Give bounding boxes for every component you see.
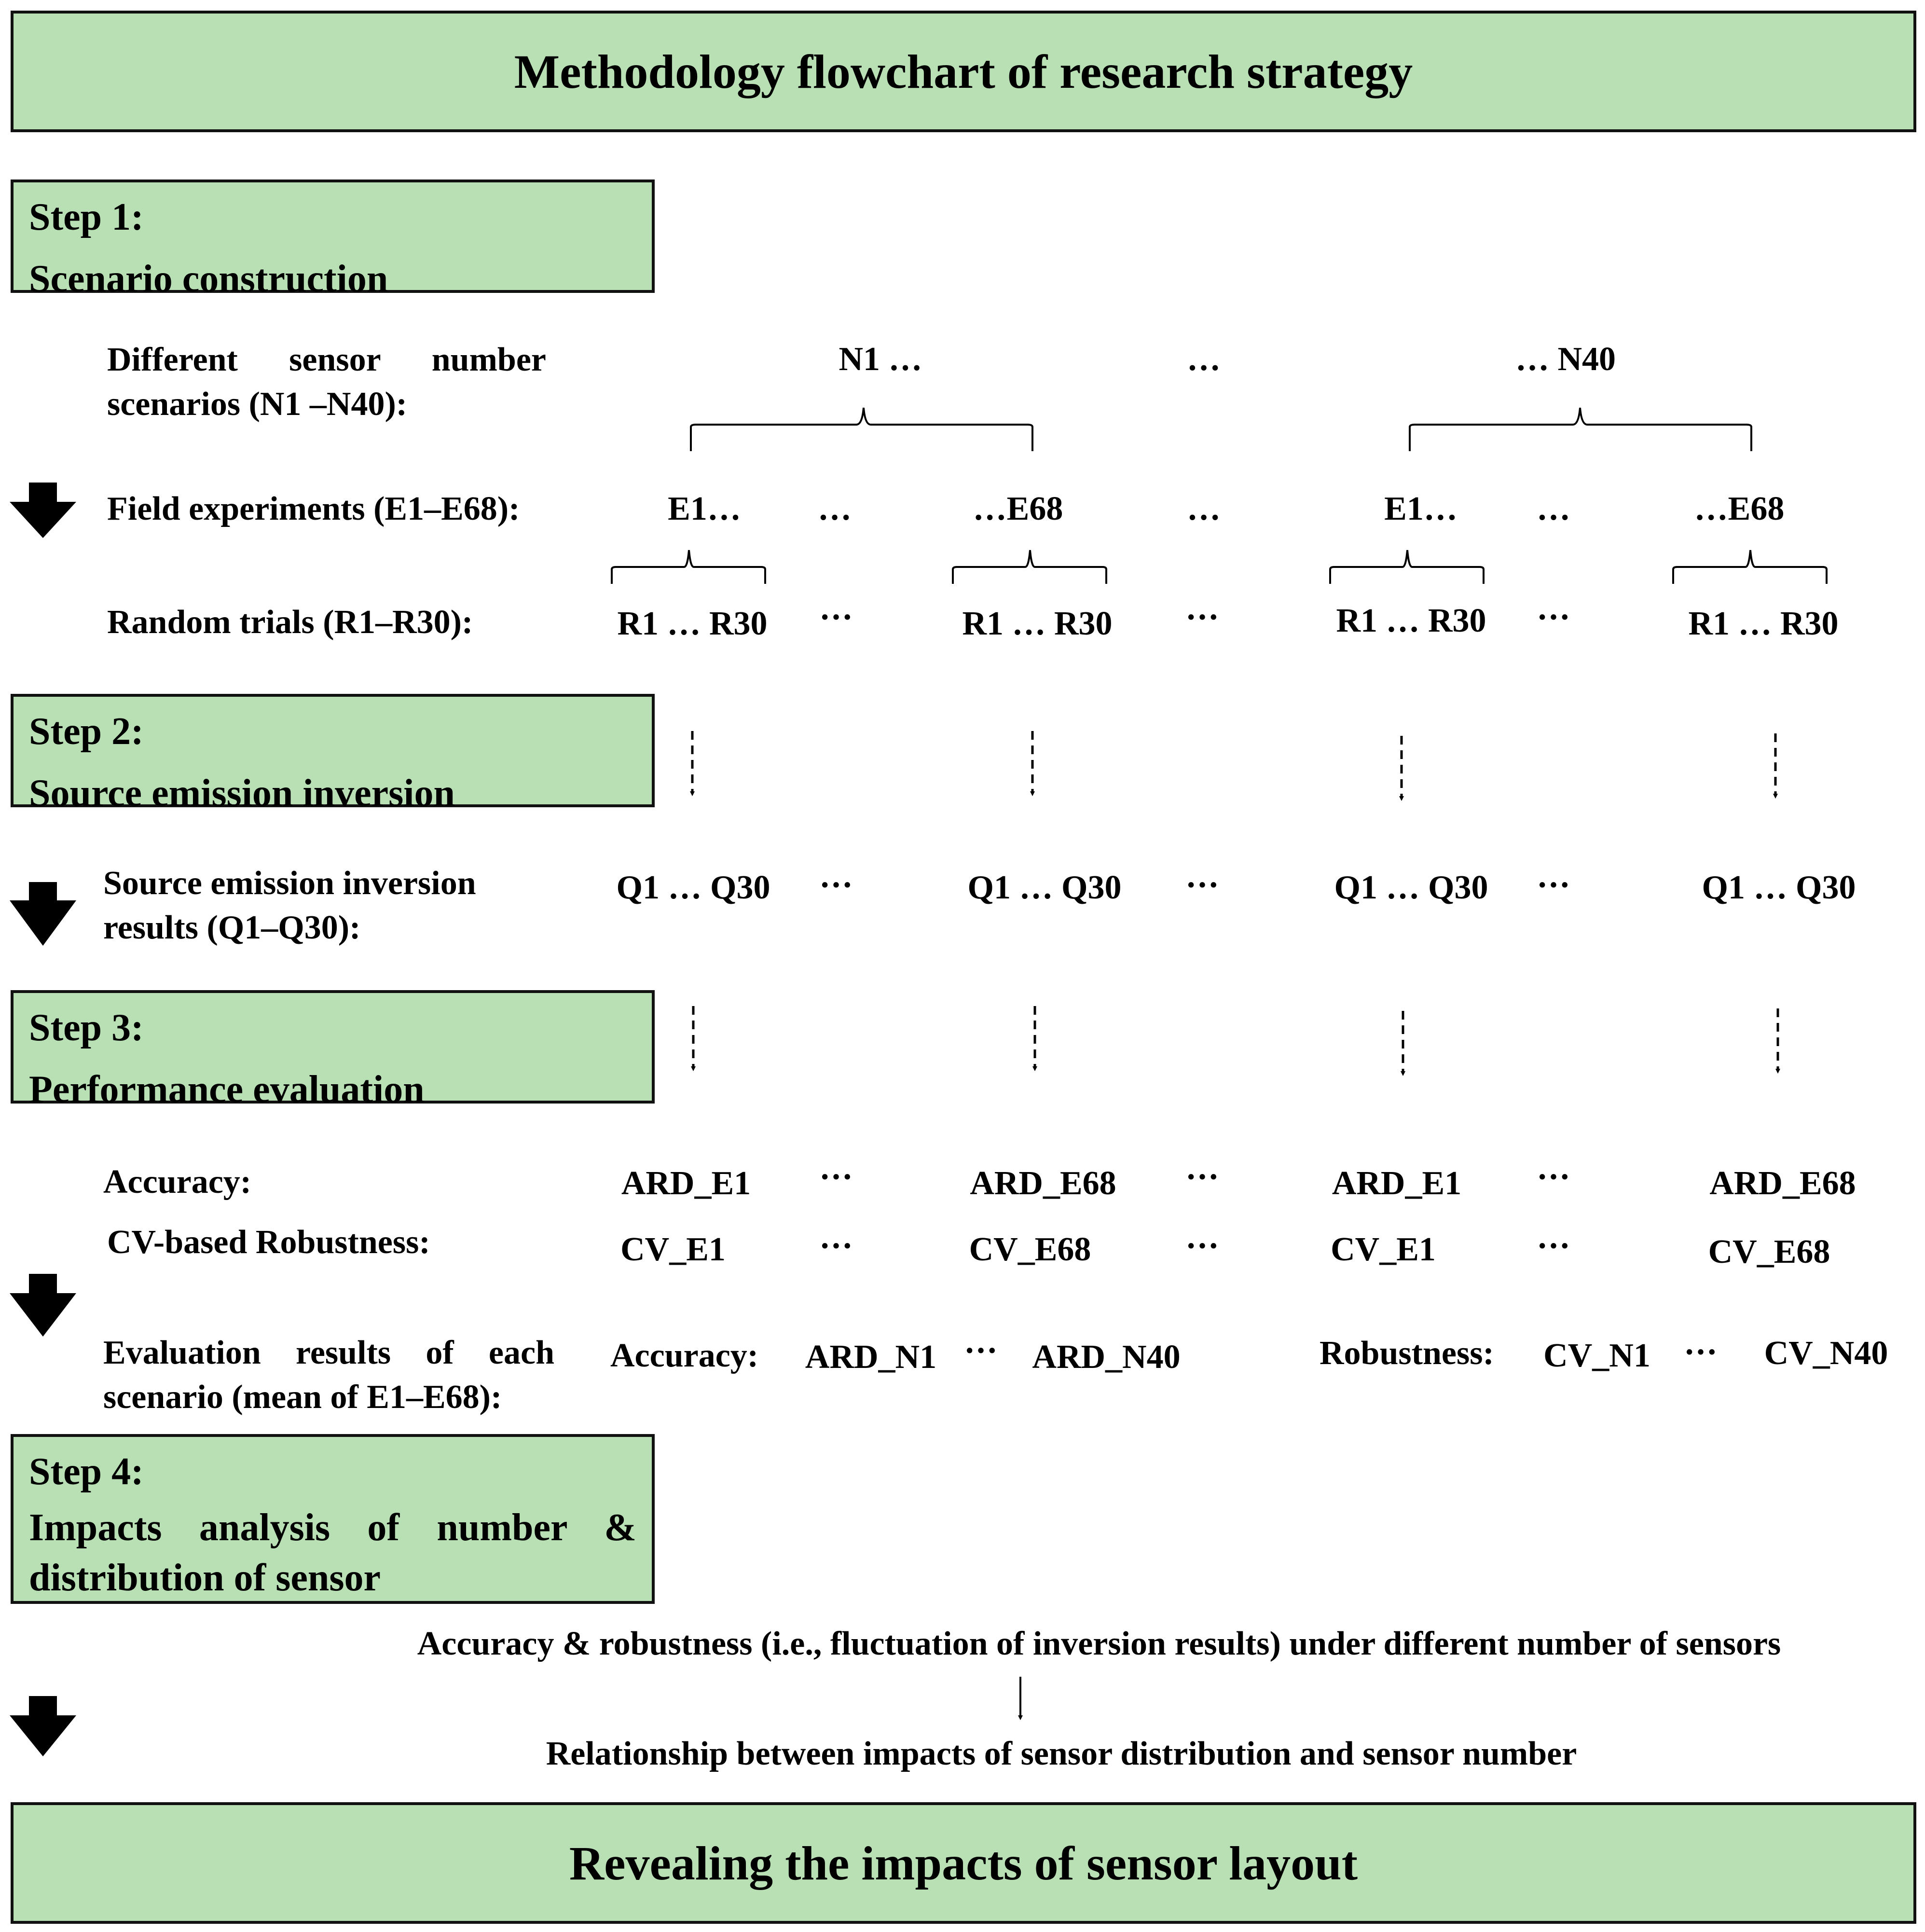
step-1-name: Scenario construction — [29, 258, 388, 300]
step-1-box: Step 1: Scenario construction — [11, 179, 655, 300]
evaluation-label: Evaluation results of each scenario (mea… — [103, 1334, 554, 1416]
accuracy-sep-2: ··· — [1185, 1159, 1220, 1196]
evaluation-ard-n1: ARD_N1 — [805, 1339, 937, 1376]
robustness-e1-b: CV_E1 — [1331, 1231, 1436, 1268]
scenario-n40: … N40 — [1515, 341, 1616, 378]
step-3-box: Step 3: Performance evaluation — [11, 990, 655, 1111]
experiment-e68-a: …E68 — [973, 490, 1063, 527]
brace-e68-a — [952, 550, 1107, 584]
robustness-sep-1: ··· — [819, 1228, 853, 1265]
inversion-label: Source emission inversion results (Q1–Q3… — [103, 865, 476, 946]
robustness-sep-2: ··· — [1185, 1228, 1220, 1265]
experiment-sep-a: … — [818, 490, 852, 527]
accuracy-e1-a: ARD_E1 — [621, 1165, 751, 1202]
inversion-sep-1: ··· — [819, 867, 853, 904]
block-arrow-4 — [10, 1696, 76, 1756]
scenarios-label: Different sensor number scenarios (N1 –N… — [107, 341, 546, 423]
flowchart-title-box: Methodology flowchart of research strate… — [11, 11, 1916, 132]
accuracy-label: Accuracy: — [103, 1163, 252, 1201]
step-2-name: Source emission inversion — [29, 772, 455, 814]
brace-n1 — [690, 407, 1033, 451]
trial-sep-2: ··· — [1185, 599, 1220, 636]
trial-sep-3: ··· — [1536, 599, 1571, 636]
brace-e1-b — [1329, 550, 1485, 584]
evaluation-cv-n40: CV_N40 — [1764, 1335, 1888, 1372]
accuracy-e1-b: ARD_E1 — [1332, 1165, 1462, 1202]
trial-group-1: R1 … R30 — [617, 605, 768, 642]
experiment-e1-b: E1… — [1384, 490, 1458, 527]
evaluation-acc-sep: ··· — [963, 1332, 998, 1369]
block-arrow-2 — [10, 882, 76, 946]
accuracy-sep-3: ··· — [1536, 1159, 1571, 1196]
robustness-e68-a: CV_E68 — [969, 1231, 1091, 1268]
evaluation-cv-n1: CV_N1 — [1543, 1337, 1650, 1374]
experiment-e68-b: …E68 — [1694, 490, 1785, 527]
evaluation-robustness-label: Robustness: — [1320, 1335, 1494, 1372]
robustness-e68-b: CV_E68 — [1708, 1233, 1830, 1270]
brace-n40 — [1409, 407, 1752, 451]
evaluation-rob-sep: ··· — [1683, 1334, 1718, 1371]
accuracy-sep-1: ··· — [819, 1159, 853, 1196]
trial-sep-1: ··· — [819, 599, 853, 636]
step-2-label: Step 2: — [29, 710, 144, 753]
trials-label: Random trials (R1–R30): — [107, 604, 473, 641]
brace-e1-a — [611, 550, 766, 584]
accuracy-e68-a: ARD_E68 — [970, 1165, 1116, 1202]
conclusion-box: Revealing the impacts of sensor layout — [11, 1802, 1916, 1924]
experiment-sep-mid: … — [1187, 490, 1221, 527]
block-arrow-3 — [10, 1274, 76, 1337]
step-2-box: Step 2: Source emission inversion — [11, 694, 655, 814]
trial-group-3: R1 … R30 — [1336, 602, 1486, 639]
inversion-group-4: Q1 … Q30 — [1702, 869, 1856, 906]
robustness-label: CV-based Robustness: — [107, 1224, 430, 1261]
step-3-name: Performance evaluation — [29, 1068, 425, 1111]
evaluation-accuracy-label: Accuracy: — [610, 1337, 759, 1374]
experiments-label: Field experiments (E1–E68): — [107, 490, 520, 527]
block-arrow-1 — [10, 483, 76, 538]
step-4-box: Step 4: Impacts analysis of number & dis… — [11, 1434, 655, 1604]
experiment-e1-a: E1… — [668, 490, 741, 527]
accuracy-e68-b: ARD_E68 — [1709, 1165, 1856, 1202]
step-1-label: Step 1: — [29, 196, 144, 238]
flowchart-title: Methodology flowchart of research strate… — [514, 44, 1413, 98]
step-4-name-line2: distribution of sensor — [29, 1557, 381, 1599]
step-4-name-line1: Impacts analysis of number & — [29, 1506, 636, 1549]
robustness-e1-a: CV_E1 — [620, 1231, 726, 1268]
conclusion-title: Revealing the impacts of sensor layout — [569, 1836, 1358, 1890]
scenario-ellipsis: … — [1187, 341, 1221, 378]
analysis-line-2: Relationship between impacts of sensor d… — [546, 1735, 1577, 1772]
experiment-sep-b: … — [1537, 490, 1570, 527]
inversion-group-3: Q1 … Q30 — [1334, 869, 1488, 906]
step-4-label: Step 4: — [29, 1450, 144, 1493]
scenario-n1: N1 … — [839, 341, 922, 378]
robustness-sep-3: ··· — [1536, 1228, 1571, 1265]
analysis-line-1: Accuracy & robustness (i.e., fluctuation… — [417, 1625, 1781, 1662]
inversion-sep-3: ··· — [1536, 867, 1571, 904]
inversion-sep-2: ··· — [1185, 867, 1220, 904]
trial-group-4: R1 … R30 — [1688, 605, 1839, 642]
brace-e68-b — [1672, 550, 1828, 584]
evaluation-ard-n40: ARD_N40 — [1032, 1339, 1181, 1376]
inversion-group-2: Q1 … Q30 — [967, 869, 1122, 906]
step-3-label: Step 3: — [29, 1007, 144, 1049]
inversion-group-1: Q1 … Q30 — [616, 869, 770, 906]
trial-group-2: R1 … R30 — [962, 605, 1113, 642]
